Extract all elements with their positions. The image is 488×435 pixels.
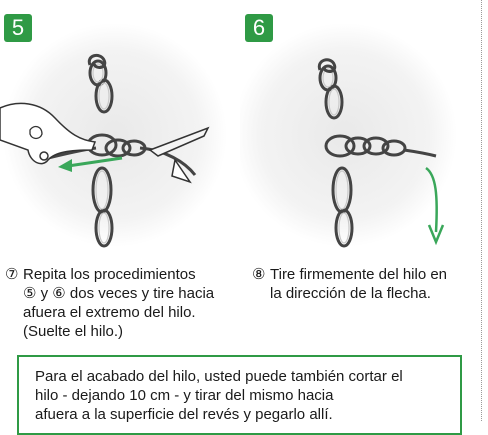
caption-line: Tire firmemente del hilo en (270, 266, 448, 283)
chain-links (318, 64, 354, 248)
step-6-badge: 6 (245, 14, 273, 42)
finishing-note: Para el acabado del hilo, usted puede ta… (17, 355, 462, 435)
pull-arrow (425, 166, 438, 233)
caption-line: afuera el extremo del hilo. (23, 304, 196, 321)
yarn-strand (139, 146, 197, 176)
note-line: afuera a la superficie del revés y pegar… (35, 406, 333, 423)
caption-line: ⑤ y ⑥ dos veces y tire hacia (23, 285, 215, 302)
pull-arrow (67, 156, 123, 168)
yarn-strand (403, 148, 437, 158)
crochet-hook (148, 126, 210, 157)
note-line: Para el acabado del hilo, usted puede ta… (35, 368, 403, 385)
illus-background (3, 23, 227, 247)
step-5-illustration (0, 23, 227, 248)
caption-line: (Suelte el hilo.) (23, 323, 124, 340)
caption-line: la dirección de la flecha. (270, 285, 431, 302)
illus-background (240, 23, 457, 247)
caption-marker: ⑦ (5, 266, 19, 283)
page-divider (481, 0, 482, 421)
caption-line: Repita los procedimientos (23, 266, 196, 283)
note-line: hilo - dejando 10 cm - y tirar del mismo… (35, 387, 334, 404)
step-6-illustration (240, 23, 457, 248)
chain-links (88, 59, 114, 248)
hand (0, 102, 97, 165)
caption-marker: ⑧ (252, 266, 266, 283)
knot (324, 134, 407, 158)
step-5-badge: 5 (4, 14, 32, 42)
